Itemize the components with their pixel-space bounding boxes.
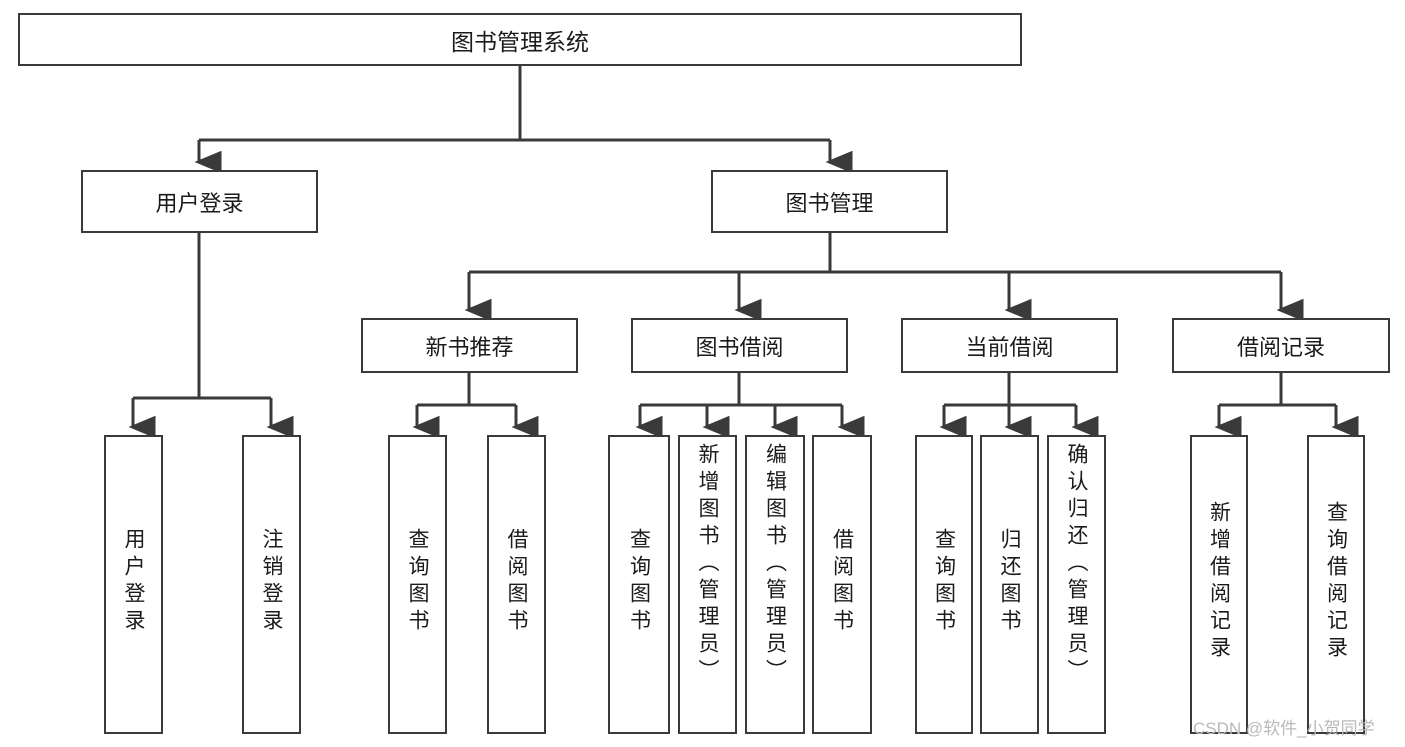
- leaf-query-book-current[interactable]: 查询图书: [915, 435, 973, 734]
- leaf-query-book-borrow[interactable]: 查询图书: [608, 435, 670, 734]
- leaf-label: 编辑图书（管理员）: [763, 443, 787, 686]
- leaf-label: 确认归还（管理员）: [1065, 443, 1088, 686]
- leaf-borrow-book-recommend[interactable]: 借阅图书: [487, 435, 546, 734]
- leaf-label: 借阅图书: [505, 527, 528, 636]
- leaf-return-book[interactable]: 归还图书: [980, 435, 1039, 734]
- leaf-user-login[interactable]: 用户登录: [104, 435, 163, 734]
- leaf-query-borrow-record[interactable]: 查询借阅记录: [1307, 435, 1365, 734]
- leaf-add-book-admin[interactable]: 新增图书（管理员）: [678, 435, 737, 734]
- leaf-query-book-recommend[interactable]: 查询图书: [388, 435, 447, 734]
- leaf-borrow-book[interactable]: 借阅图书: [812, 435, 872, 734]
- node-current-borrow[interactable]: 当前借阅: [901, 318, 1118, 373]
- leaf-add-borrow-record[interactable]: 新增借阅记录: [1190, 435, 1248, 734]
- leaf-label: 归还图书: [998, 527, 1021, 636]
- node-book-borrow[interactable]: 图书借阅: [631, 318, 848, 373]
- leaf-label: 借阅图书: [830, 527, 854, 636]
- csdn-watermark: CSDN @软件_小贺同学: [1193, 719, 1375, 738]
- node-user-login[interactable]: 用户登录: [81, 170, 318, 233]
- leaf-confirm-return-admin[interactable]: 确认归还（管理员）: [1047, 435, 1106, 734]
- leaf-label: 查询图书: [627, 527, 651, 636]
- node-book-management[interactable]: 图书管理: [711, 170, 948, 233]
- leaf-label: 查询图书: [932, 527, 956, 636]
- leaf-logout-login[interactable]: 注销登录: [242, 435, 301, 734]
- leaf-label: 查询借阅记录: [1324, 500, 1348, 663]
- leaf-label: 查询图书: [406, 527, 429, 636]
- leaf-edit-book-admin[interactable]: 编辑图书（管理员）: [745, 435, 805, 734]
- node-new-book-recommend[interactable]: 新书推荐: [361, 318, 578, 373]
- leaf-label: 新增图书（管理员）: [696, 443, 719, 686]
- leaf-label: 注销登录: [260, 527, 283, 636]
- leaf-label: 用户登录: [122, 527, 145, 636]
- node-borrow-record[interactable]: 借阅记录: [1172, 318, 1390, 373]
- node-root-system[interactable]: 图书管理系统: [18, 13, 1022, 66]
- leaf-label: 新增借阅记录: [1207, 500, 1231, 663]
